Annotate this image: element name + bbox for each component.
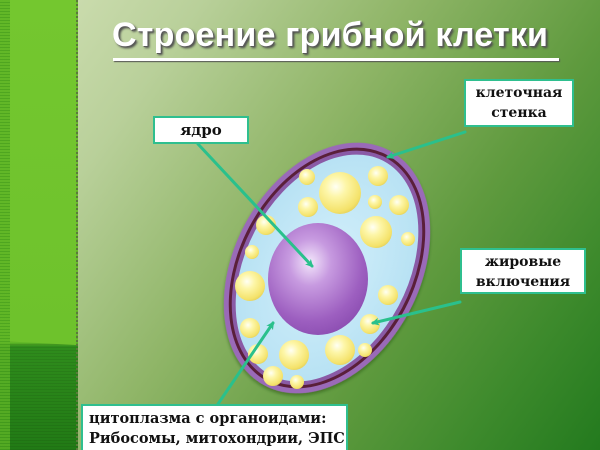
fat-droplets — [235, 166, 415, 389]
nucleus — [268, 223, 368, 335]
sidebar-stripes — [0, 0, 10, 450]
sidebar-panel — [10, 0, 76, 345]
fat-droplet — [279, 340, 309, 370]
fat-droplet — [298, 197, 318, 217]
label-cytoplasm: цитоплазма с органоидами: Рибосомы, мито… — [81, 404, 348, 450]
fat-droplet — [240, 318, 260, 338]
label-fat-line2: включения — [475, 274, 571, 290]
fat-droplet — [358, 343, 372, 357]
fat-droplet — [401, 232, 415, 246]
label-cytoplasm-line1: цитоплазма с органоидами: — [89, 410, 327, 427]
arrow-cell-wall — [386, 130, 467, 159]
fat-droplet — [245, 245, 259, 259]
fat-droplet — [368, 166, 388, 186]
label-nucleus-text: ядро — [180, 121, 222, 139]
fat-droplet — [368, 195, 382, 209]
fat-droplet — [263, 366, 283, 386]
fat-droplet — [360, 314, 380, 334]
fat-droplet — [290, 375, 304, 389]
arrow-cytoplasm — [216, 321, 275, 406]
label-cell-wall-line2: стенка — [491, 105, 547, 121]
label-cell-wall-line1: клеточная — [475, 85, 563, 101]
slide-title: Строение грибной клетки — [112, 16, 549, 54]
label-cytoplasm-line2: Рибосомы, митохондрии, ЭПС — [89, 430, 345, 447]
pointer-arrows — [196, 130, 467, 406]
title-underline — [113, 58, 559, 61]
fat-droplet — [325, 335, 355, 365]
decorative-sidebar — [0, 0, 78, 450]
fat-droplet — [360, 216, 392, 248]
fat-droplet — [248, 344, 268, 364]
label-cell-wall: клеточная стенка — [464, 79, 574, 127]
fat-droplet — [299, 169, 315, 185]
fat-droplet — [319, 172, 361, 214]
fat-droplet — [378, 285, 398, 305]
label-fat-line1: жировые — [484, 254, 562, 270]
arrow-fat-inclusions — [371, 300, 462, 326]
label-fat-inclusions: жировые включения — [460, 248, 586, 294]
fat-droplet — [389, 195, 409, 215]
label-nucleus: ядро — [153, 116, 249, 144]
fat-droplet — [235, 271, 265, 301]
arrow-nucleus — [196, 142, 314, 268]
